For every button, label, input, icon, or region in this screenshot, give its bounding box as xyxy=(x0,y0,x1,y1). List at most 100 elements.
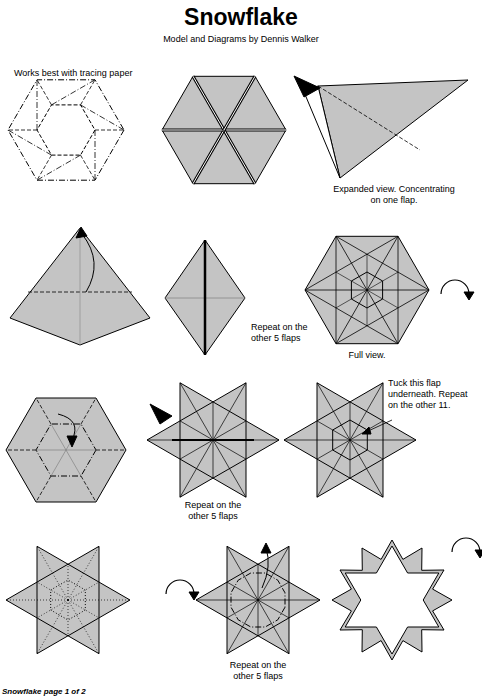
fold-line xyxy=(37,600,68,654)
fold-line xyxy=(51,450,66,476)
fold-line xyxy=(213,421,246,440)
flap-edge xyxy=(398,236,399,343)
fold-line xyxy=(180,383,213,440)
leader-arrowhead xyxy=(362,427,371,434)
flap-edge xyxy=(224,130,255,184)
fold-line xyxy=(68,600,69,636)
fold-line xyxy=(213,383,246,440)
step-caption: Expanded view. Concentrating on one flap… xyxy=(332,184,456,206)
fold-line xyxy=(367,272,398,290)
fold-line xyxy=(350,383,383,440)
fold-line xyxy=(213,440,246,497)
crease-circle xyxy=(231,573,285,627)
flap-edge xyxy=(204,240,207,355)
step-caption: Full view. xyxy=(322,350,412,361)
kite-flap xyxy=(10,228,150,345)
fold-line xyxy=(37,546,68,600)
fold-line xyxy=(196,600,258,601)
flap-edge xyxy=(305,290,367,291)
flap-edge xyxy=(193,130,224,184)
diamond-flap xyxy=(165,240,245,355)
crease-hexagon xyxy=(37,105,95,155)
fold-line xyxy=(37,80,38,130)
fold-line xyxy=(80,228,81,345)
paper-hexagon xyxy=(8,80,124,180)
turn-over-arrowhead xyxy=(464,292,474,300)
fold-line xyxy=(6,450,36,451)
star-shape xyxy=(6,546,130,653)
flap-edge xyxy=(224,129,286,132)
fold-line xyxy=(68,600,99,654)
fold-line xyxy=(68,564,69,600)
fold-line xyxy=(258,564,259,600)
flap-edge xyxy=(172,439,254,441)
fold-line xyxy=(66,450,96,451)
fold-line xyxy=(180,440,213,459)
fold-line xyxy=(52,80,96,105)
snowflake-front xyxy=(345,546,439,654)
fold-line xyxy=(37,155,52,180)
inner-hexagon xyxy=(333,420,368,460)
fold-line xyxy=(36,450,66,451)
fold-arrow xyxy=(82,234,94,292)
squash-arrow xyxy=(294,76,320,97)
fold-line xyxy=(213,440,214,478)
fold-arrowhead xyxy=(76,227,87,238)
callout-note: Tuck this flap underneath. Repeat on the… xyxy=(388,378,480,410)
flap-edge xyxy=(193,130,224,184)
step-caption: Repeat on the other 5 flaps xyxy=(177,500,249,522)
fold-line xyxy=(180,421,213,440)
fold-line xyxy=(81,476,96,502)
fold-line xyxy=(81,398,96,424)
fold-line xyxy=(8,130,37,131)
crease-hexagon xyxy=(36,424,96,476)
fold-line xyxy=(66,450,81,476)
flap-inside xyxy=(304,86,340,178)
fold-line xyxy=(95,130,96,180)
fold-line xyxy=(336,272,367,290)
fold-line xyxy=(213,440,246,459)
note: Works best with tracing paper xyxy=(14,68,214,79)
fold-line xyxy=(37,155,81,180)
fold-line xyxy=(350,440,383,459)
star-shape xyxy=(196,546,320,653)
folded-hexagon xyxy=(6,398,126,502)
fold-line xyxy=(68,582,99,600)
flap-edge xyxy=(224,76,255,130)
flap-edge xyxy=(224,130,286,131)
flap-edge xyxy=(193,76,224,130)
fold-line xyxy=(350,421,383,440)
snowflake-back xyxy=(332,540,452,660)
fold-line xyxy=(317,440,350,459)
fold-line xyxy=(37,600,68,618)
fold-line xyxy=(36,476,51,502)
fold-line xyxy=(6,600,68,601)
star-shape xyxy=(147,383,279,497)
step-caption: Repeat on the other 5 flaps xyxy=(251,322,323,344)
turn-over-arrowhead xyxy=(475,550,482,558)
folded-hexagon xyxy=(305,236,429,343)
fold-line xyxy=(367,290,368,326)
fold-line xyxy=(96,450,126,451)
squash-arrow xyxy=(150,404,172,424)
page-footer: Snowflake page 1 of 2 xyxy=(2,687,172,697)
fold-line xyxy=(213,402,214,440)
fold-line xyxy=(81,80,96,105)
fold-line xyxy=(336,290,367,308)
title: Snowflake xyxy=(141,4,341,32)
fold-line xyxy=(81,155,96,180)
fold-line xyxy=(180,440,213,497)
fold-line xyxy=(258,600,259,636)
fold-line xyxy=(317,421,350,440)
fold-line xyxy=(51,424,66,450)
fold-line xyxy=(318,86,420,150)
inner-hexagon xyxy=(51,580,86,620)
fold-line xyxy=(36,398,51,424)
fold-line xyxy=(284,440,350,441)
fold-arrowhead xyxy=(67,436,77,447)
fold-line xyxy=(258,600,320,601)
flap-edge xyxy=(193,76,224,130)
flap-edge xyxy=(162,130,224,131)
subtitle: Model and Diagrams by Dennis Walker xyxy=(91,34,391,45)
